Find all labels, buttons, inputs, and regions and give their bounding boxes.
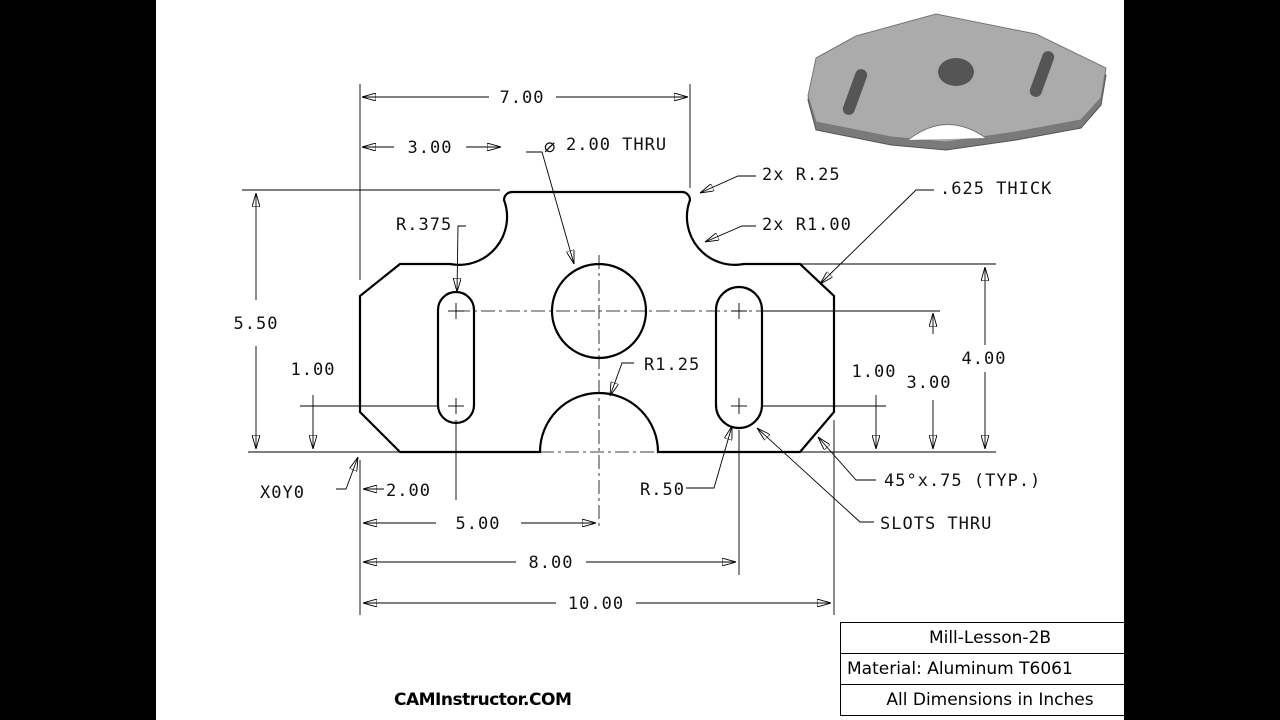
dim-slot-radius-right: R.50 — [640, 480, 685, 500]
dim-hole-x: 3.00 — [408, 138, 453, 158]
title-units: All Dimensions in Inches — [840, 684, 1124, 716]
isometric-part-view — [807, 13, 1107, 151]
dim-body-height: 4.00 — [962, 349, 1007, 369]
dim-neck-fillet: 2x R1.00 — [762, 215, 852, 235]
dim-overall-length: 10.00 — [568, 594, 624, 614]
drawing-sheet: 7.00 3.00 ⌀ 2.00 THRU 2x R.25 2x R1.00 .… — [156, 0, 1124, 720]
dim-origin: X0Y0 — [260, 483, 305, 503]
leader-lines — [336, 151, 934, 523]
dim-slot-x-left: 2.00 — [386, 481, 431, 501]
dim-hole-center-x: 5.00 — [456, 514, 501, 534]
diameter-symbol: ⌀ — [544, 135, 555, 157]
title-part-name: Mill-Lesson-2B — [840, 622, 1124, 654]
dim-top-fillet: 2x R.25 — [762, 165, 841, 185]
extension-lines — [242, 84, 996, 615]
engineering-drawing: 7.00 3.00 ⌀ 2.00 THRU 2x R.25 2x R1.00 .… — [234, 13, 1107, 615]
dim-slot-x-right: 8.00 — [529, 553, 574, 573]
right-slot — [714, 285, 764, 430]
title-material: Material: Aluminum T6061 — [840, 653, 1124, 685]
dim-slot-radius-left: R.375 — [396, 215, 452, 235]
dim-overall-height: 5.50 — [234, 314, 279, 334]
title-block: Mill-Lesson-2B Material: Aluminum T6061 … — [840, 622, 1124, 716]
dim-slot-y-left: 1.00 — [291, 360, 336, 380]
dim-arc-radius: R1.25 — [644, 355, 700, 375]
dimension-lines — [256, 97, 985, 603]
dim-slot-y-right: 1.00 — [852, 362, 897, 382]
dim-thickness: .625 THICK — [940, 179, 1052, 199]
dim-overall-width-top: 7.00 — [500, 88, 545, 108]
dim-chamfer: 45°x.75 (TYP.) — [884, 471, 1041, 491]
dim-slot-top-y: 3.00 — [907, 373, 952, 393]
center-lines — [448, 255, 931, 530]
dim-hole-callout: 2.00 THRU — [566, 135, 667, 155]
site-branding: CAMInstructor.COM — [394, 690, 572, 710]
part-outline — [358, 190, 836, 454]
dim-slots-note: SLOTS THRU — [880, 514, 992, 534]
